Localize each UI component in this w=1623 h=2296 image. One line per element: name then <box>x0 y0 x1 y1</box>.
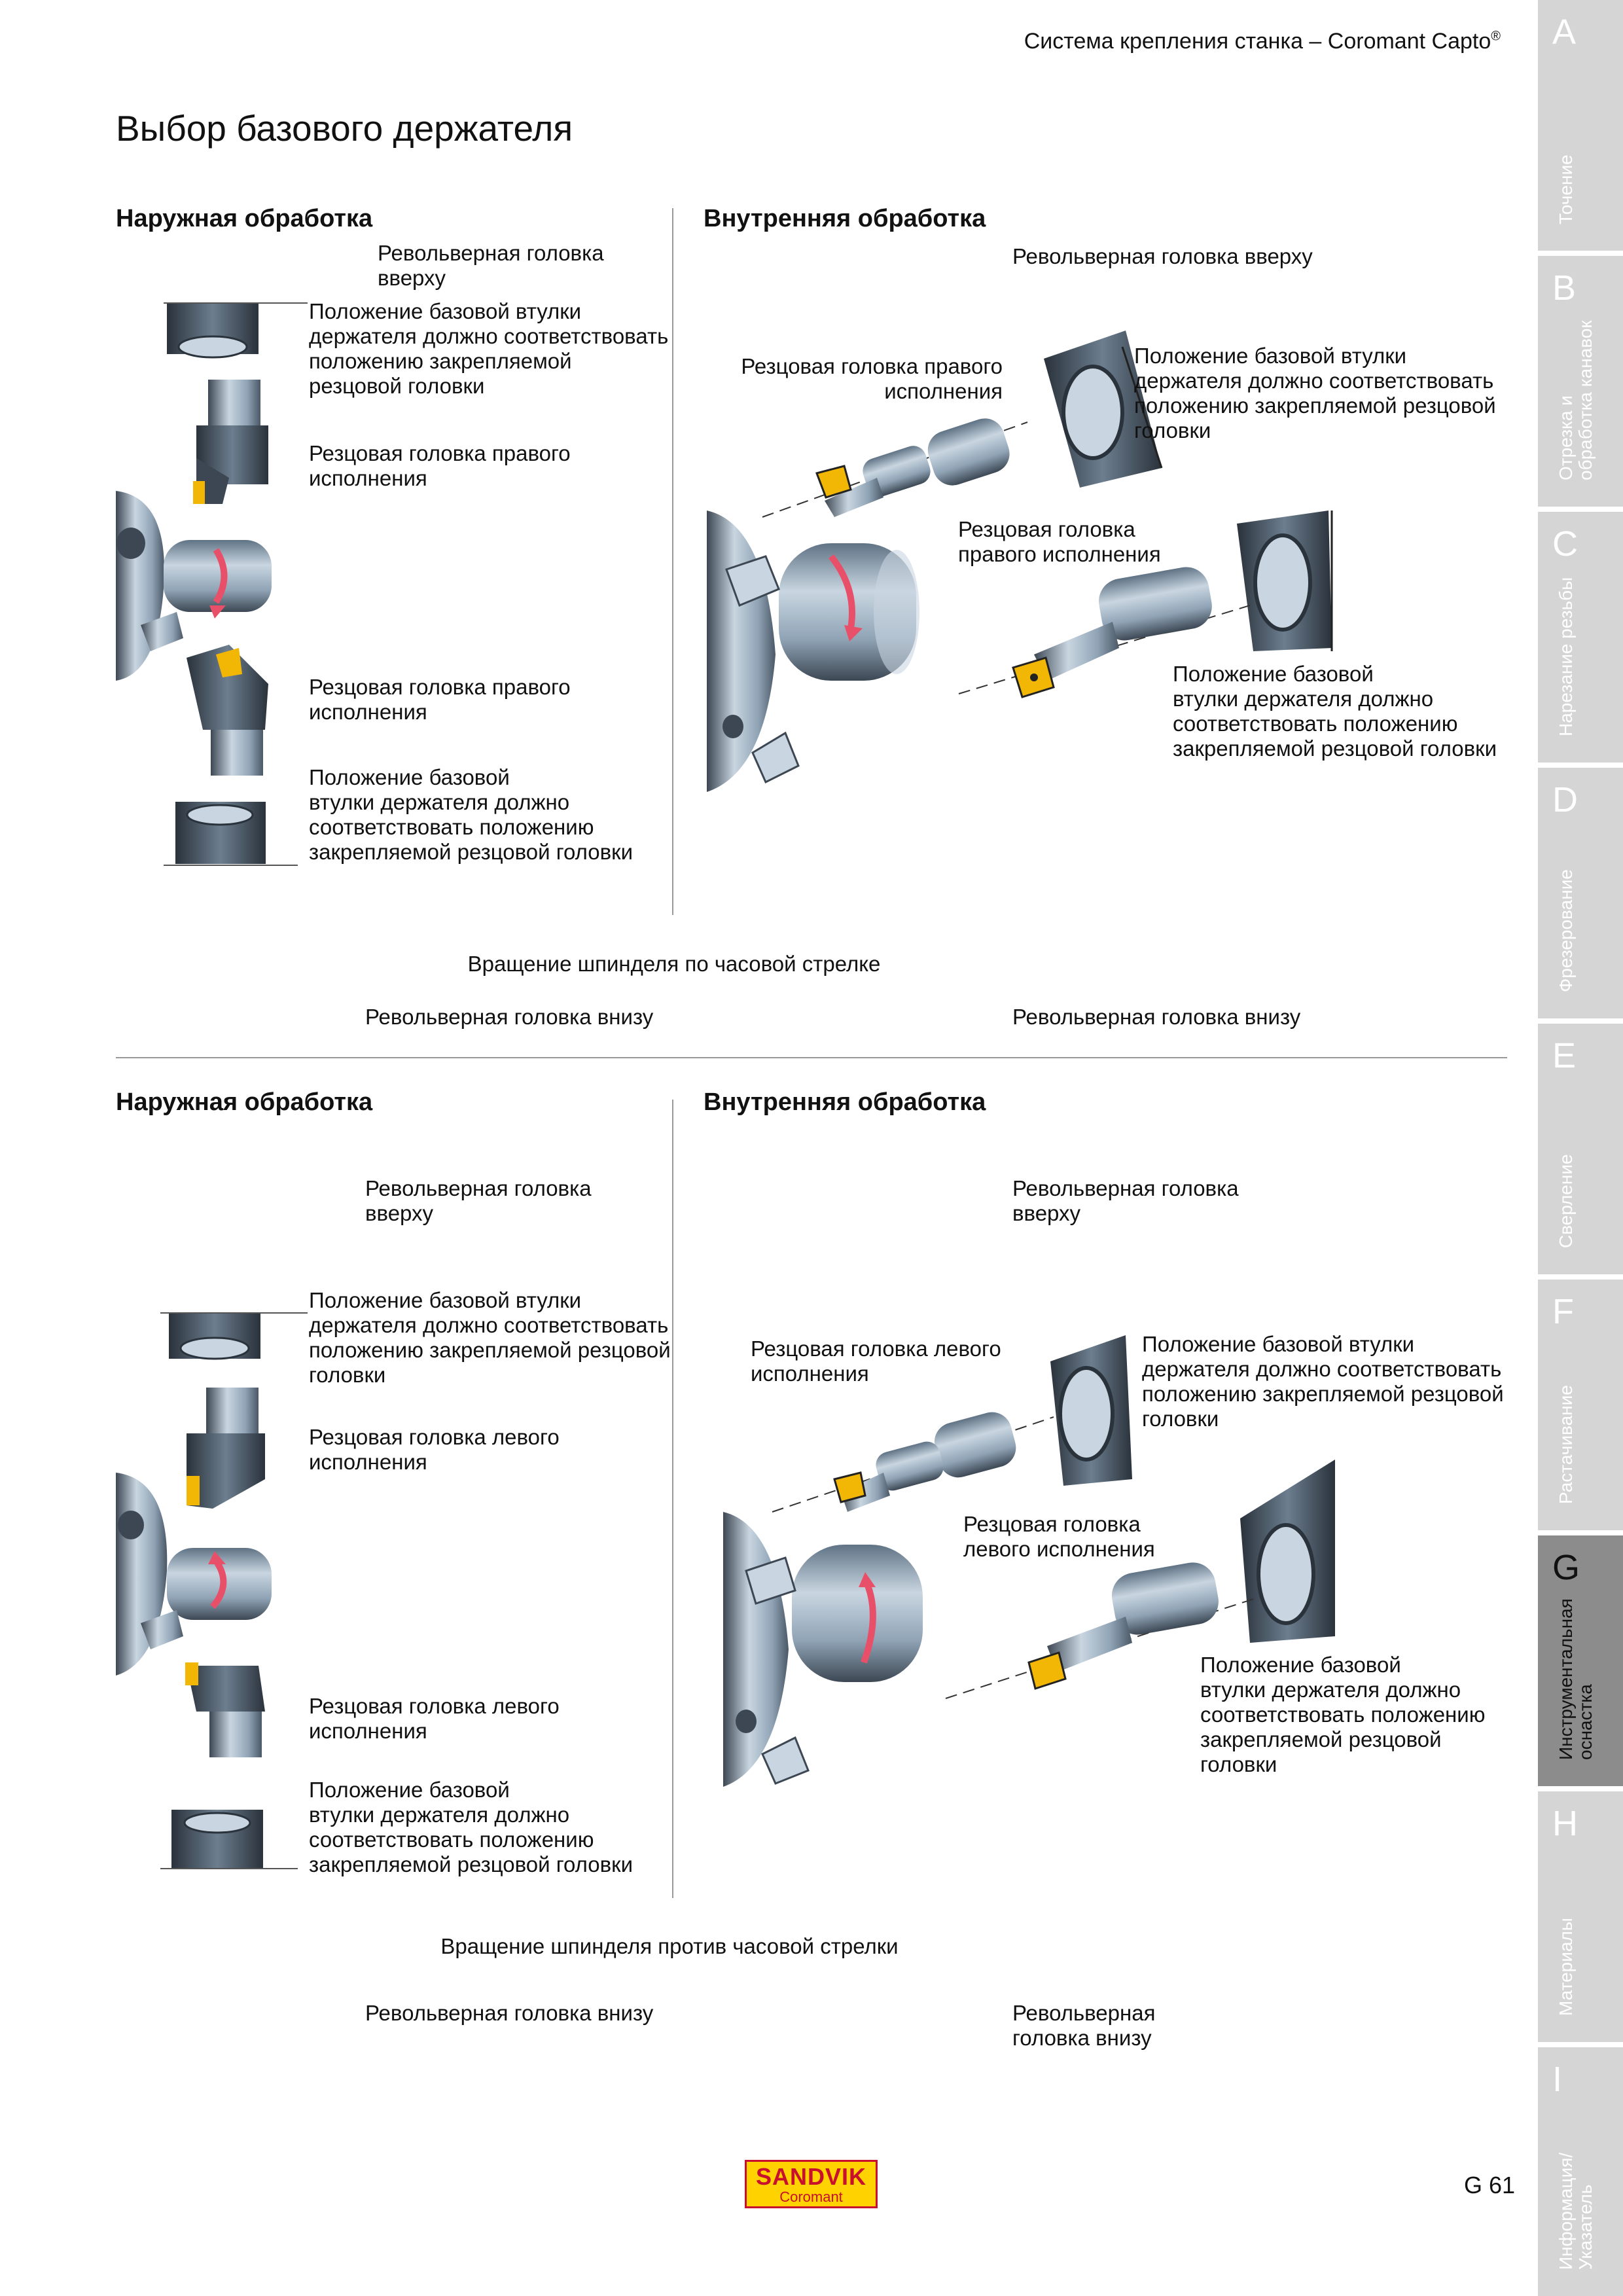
int2-lower-bar <box>945 1562 1260 1699</box>
int1-lower-bar <box>958 567 1251 698</box>
ext1-top-holder <box>164 302 308 359</box>
section2-divider <box>672 1100 673 1898</box>
tab-i-label: Информация/ Указатель <box>1556 2152 1596 2270</box>
tab-c[interactable]: C Нарезание резьбы <box>1538 512 1623 762</box>
page-number: G 61 <box>1463 2172 1515 2198</box>
section1-divider <box>672 208 673 915</box>
int2-upper-holder <box>1050 1335 1132 1486</box>
running-header: Система крепления станка – Coromant Capt… <box>1024 29 1501 54</box>
section1-ext-label-4: Положение базовой втулки держателя должн… <box>309 765 633 864</box>
section1-int-label-2: Положение базовой втулки держателя должн… <box>1134 344 1496 442</box>
tab-h-label: Материалы <box>1556 1918 1576 2016</box>
int1-upper-bar <box>762 418 1028 518</box>
section1-ext-label-1: Положение базовой втулки держателя должн… <box>309 299 669 398</box>
ext1-top-tool <box>193 380 268 504</box>
section2-int-label-2: Положение базовой втулки держателя должн… <box>1142 1332 1504 1431</box>
tab-b-label: Отрезка и обработка канавок <box>1556 320 1596 480</box>
section1-int-label-4: Положение базовой втулки держателя должн… <box>1173 662 1497 761</box>
ext2-top-holder <box>160 1312 308 1360</box>
section2-ext-label-1: Положение базовой втулки держателя должн… <box>309 1288 671 1387</box>
tab-a[interactable]: A Точение <box>1538 0 1623 251</box>
tab-e[interactable]: E Сверление <box>1538 1024 1623 1274</box>
ext2-top-tool <box>187 1388 265 1509</box>
section1-ext-turret-top: Револьверная головка вверху <box>378 241 604 290</box>
ext1-bottom-holder <box>164 802 298 866</box>
section2-ext-label-4: Положение базовой втулки держателя должн… <box>309 1778 633 1876</box>
section1-int-turret-bottom: Револьверная головка внизу <box>1012 1005 1301 1029</box>
tab-d[interactable]: D Фрезерование <box>1538 768 1623 1018</box>
section-separator <box>116 1057 1507 1058</box>
section1-ext-label-3: Резцовая головка правого исполнения <box>309 675 571 724</box>
section2-ext-turret-bottom: Револьверная головка внизу <box>365 2001 654 2025</box>
section2-rotation: Вращение шпинделя против часовой стрелки <box>440 1934 899 1958</box>
section2-int-label-1: Резцовая головка левого исполнения <box>751 1336 1001 1386</box>
sandvik-coromant-logo: SANDVIK Coromant <box>745 2160 878 2208</box>
tab-g-label: Инструментальная оснастка <box>1556 1598 1596 1760</box>
ext2-bottom-tool <box>185 1662 265 1757</box>
tab-b[interactable]: B Отрезка и обработка канавок <box>1538 256 1623 507</box>
section2-ext-label-3: Резцовая головка левого исполнения <box>309 1694 560 1743</box>
tab-i[interactable]: I Информация/ Указатель <box>1538 2047 1623 2296</box>
int2-chuck <box>723 1512 923 1787</box>
int2-upper-bar <box>772 1412 1054 1513</box>
section1-int-title: Внутренняя обработка <box>704 205 986 232</box>
section2-int-title: Внутренняя обработка <box>704 1088 986 1116</box>
ext2-bottom-holder <box>160 1810 298 1869</box>
int2-lower-holder <box>1240 1460 1335 1643</box>
tab-e-label: Сверление <box>1556 1154 1576 1248</box>
section2-int-turret-bottom: Револьверная головка внизу <box>1012 2001 1156 2050</box>
tab-d-label: Фрезерование <box>1556 869 1576 992</box>
tab-f[interactable]: F Растачивание <box>1538 1280 1623 1530</box>
section1-int-turret-top: Револьверная головка вверху <box>1012 244 1313 268</box>
section2-ext-label-2: Резцовая головка левого исполнения <box>309 1425 560 1474</box>
section2-int-label-3: Резцовая головка левого исполнения <box>963 1512 1155 1561</box>
int1-lower-holder <box>1237 511 1333 651</box>
tab-g[interactable]: G Инструментальная оснастка <box>1538 1535 1623 1786</box>
page-title: Выбор базового держателя <box>116 108 573 149</box>
section1-rotation: Вращение шпинделя по часовой стрелке <box>467 952 881 976</box>
section2-int-turret-top: Револьверная головка вверху <box>1012 1176 1239 1225</box>
tab-a-label: Точение <box>1556 154 1576 224</box>
section1-ext-turret-bottom: Револьверная головка внизу <box>365 1005 654 1029</box>
int1-chuck <box>707 511 919 792</box>
section1-int-label-1: Резцовая головка правого исполнения <box>741 354 1003 403</box>
section1-int-label-3: Резцовая головка правого исполнения <box>958 517 1161 566</box>
ext1-spindle <box>116 491 272 681</box>
section2-int-label-4: Положение базовой втулки держателя должн… <box>1200 1653 1486 1776</box>
ext2-spindle <box>116 1473 272 1676</box>
section-tabs: A Точение B Отрезка и обработка канавок … <box>1538 0 1623 2296</box>
int1-upper-holder <box>1044 331 1163 488</box>
section2-ext-turret-top: Револьверная головка вверху <box>365 1176 592 1225</box>
tab-c-label: Нарезание резьбы <box>1556 577 1576 736</box>
section1-ext-label-2: Резцовая головка правого исполнения <box>309 441 571 490</box>
section1-ext-title: Наружная обработка <box>116 205 373 232</box>
ext1-bottom-tool <box>187 645 268 776</box>
section2-ext-title: Наружная обработка <box>116 1088 373 1116</box>
tab-h[interactable]: H Материалы <box>1538 1791 1623 2042</box>
tab-f-label: Растачивание <box>1556 1385 1576 1504</box>
